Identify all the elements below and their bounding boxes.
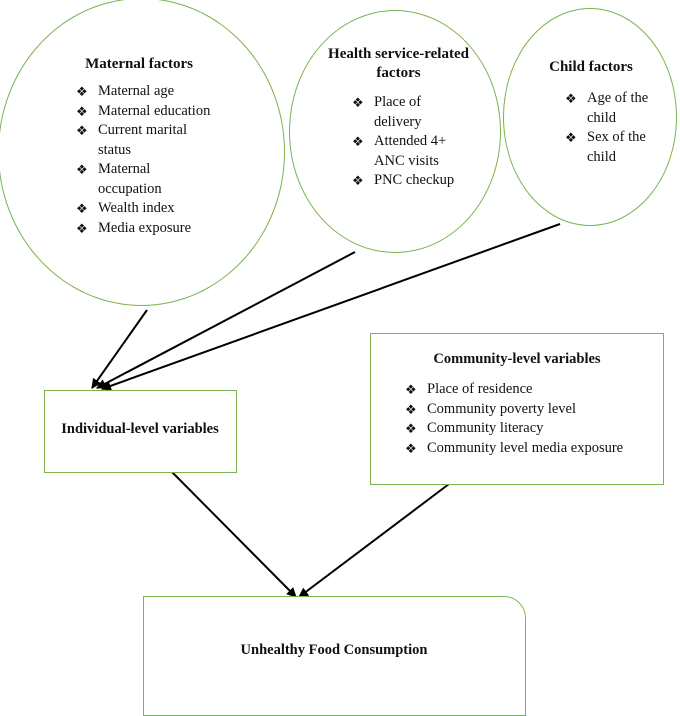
maternal-factors-title: Maternal factors (85, 56, 193, 72)
community-level-variables-list: Place of residence Community poverty lev… (405, 380, 663, 458)
unhealthy-food-consumption-title: Unhealthy Food Consumption (240, 642, 428, 658)
list-item: Place of delivery (352, 93, 456, 132)
list-item: Sex of the child (565, 128, 650, 167)
list-item: Wealth index (76, 199, 256, 219)
list-item: Maternal age (76, 82, 256, 102)
list-item: Place of residence (405, 380, 663, 400)
list-item: PNC checkup (352, 171, 456, 191)
unhealthy-food-consumption-box: Unhealthy Food Consumption (143, 596, 526, 716)
child-factors-list: Age of the child Sex of the child (565, 89, 650, 167)
list-item: Maternal education (76, 102, 256, 122)
community-level-variables-title: Community-level variables (433, 351, 601, 367)
arrow-maternal-to-individual (91, 309, 148, 389)
list-item: Maternal occupation (76, 160, 208, 199)
community-level-variables-box: Community-level variables Place of resid… (370, 333, 664, 485)
arrow-individual-to-outcome (171, 471, 297, 598)
health-service-factors-title: Health service-related factors (328, 46, 469, 81)
arrow-child-to-individual (101, 223, 561, 391)
list-item: Community poverty level (405, 400, 663, 420)
arrow-community-to-outcome (298, 483, 450, 598)
list-item: Community literacy (405, 419, 663, 439)
health-service-factors-node: Health service-related factors Place of … (289, 10, 501, 253)
list-item: Age of the child (565, 89, 650, 128)
list-item: Media exposure (76, 219, 256, 239)
list-item: Current marital status (76, 121, 223, 160)
child-factors-node: Child factors Age of the child Sex of th… (503, 8, 677, 226)
list-item: Attended 4+ ANC visits (352, 132, 456, 171)
maternal-factors-list: Maternal age Maternal education Current … (76, 82, 256, 238)
list-item: Community level media exposure (405, 439, 663, 459)
arrow-health-to-individual (96, 251, 356, 389)
individual-level-variables-box: Individual-level variables (44, 390, 237, 473)
child-factors-title: Child factors (549, 59, 633, 75)
individual-level-variables-title: Individual-level variables (61, 421, 219, 437)
maternal-factors-node: Maternal factors Maternal age Maternal e… (0, 0, 285, 306)
health-service-factors-list: Place of delivery Attended 4+ ANC visits… (352, 93, 456, 191)
